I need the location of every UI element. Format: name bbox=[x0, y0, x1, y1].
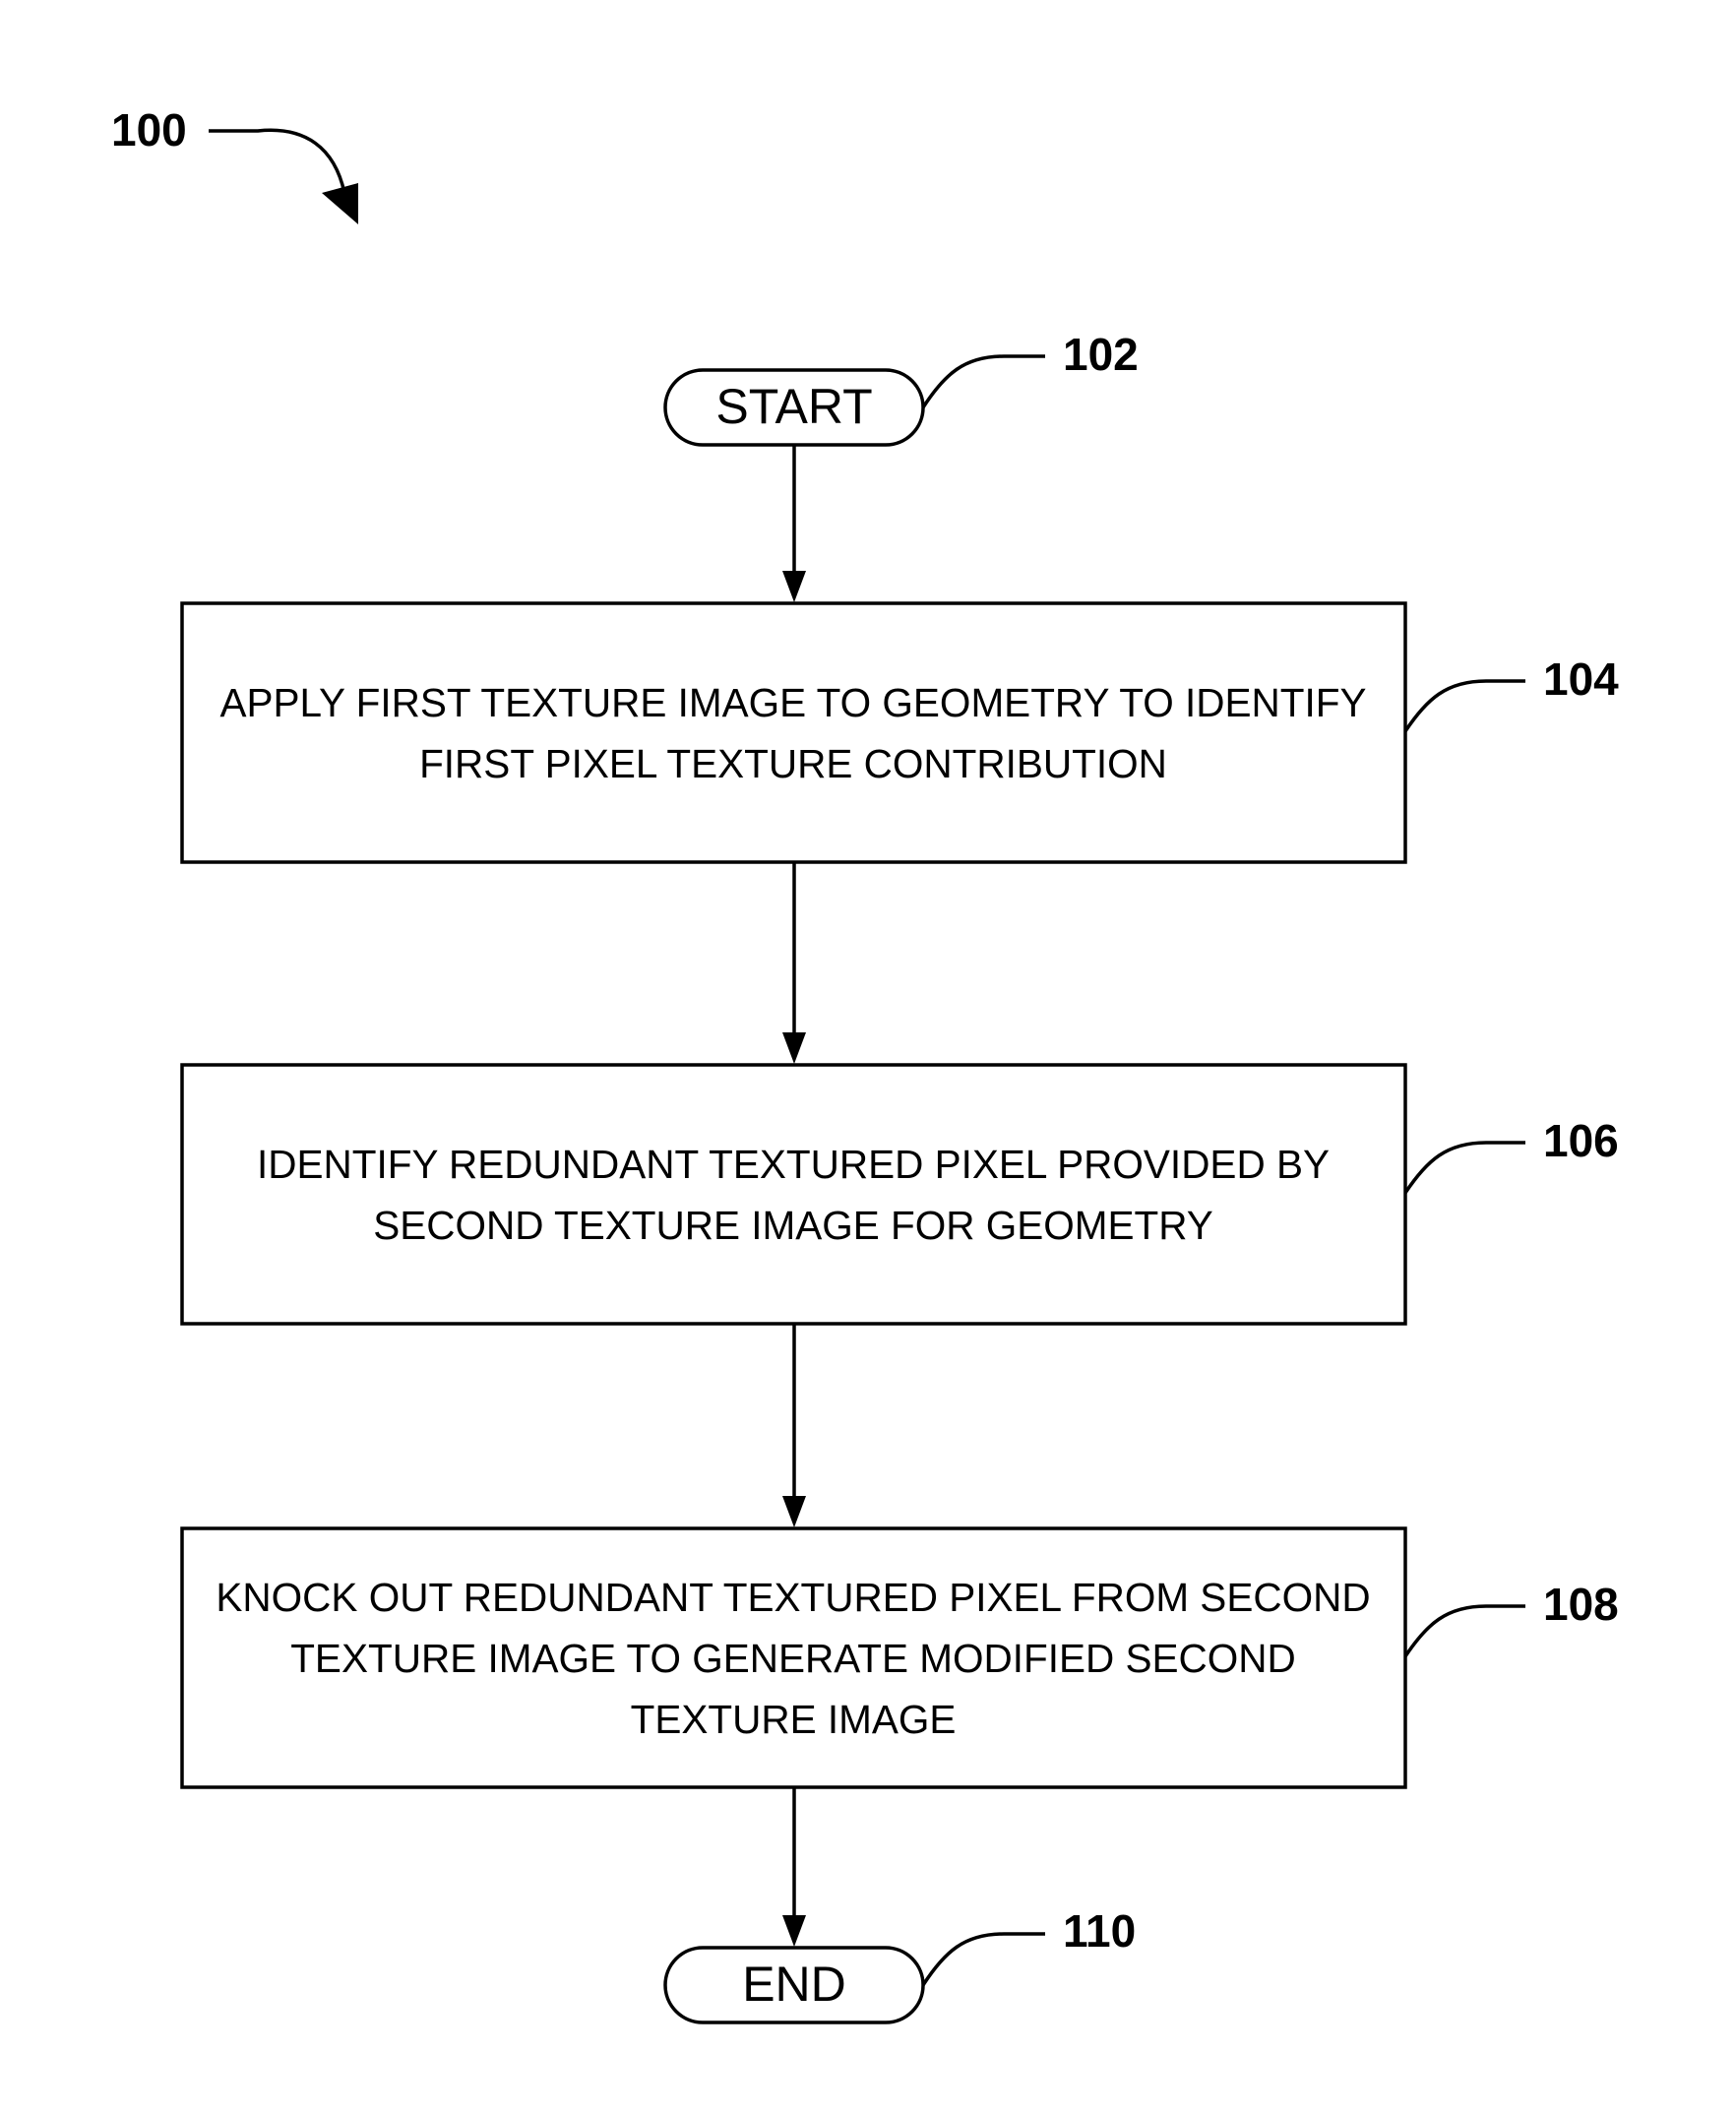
step2-line-1: IDENTIFY REDUNDANT TEXTURED PIXEL PROVID… bbox=[257, 1142, 1330, 1187]
start-ref: 102 bbox=[1063, 329, 1139, 380]
end-ref: 110 bbox=[1063, 1905, 1136, 1957]
edge-step1-step2-arrowhead bbox=[782, 1032, 806, 1064]
step1-line-1: APPLY FIRST TEXTURE IMAGE TO GEOMETRY TO… bbox=[219, 680, 1366, 725]
step1-line-2: FIRST PIXEL TEXTURE CONTRIBUTION bbox=[419, 741, 1167, 786]
start-ref-leader bbox=[923, 356, 1045, 407]
figure-ref-arrowhead bbox=[322, 183, 358, 224]
step3-ref-leader bbox=[1405, 1606, 1525, 1656]
step3-ref: 108 bbox=[1543, 1579, 1619, 1630]
step1-ref-leader bbox=[1405, 681, 1525, 731]
figure-ref-label: 100 bbox=[111, 104, 187, 155]
end-ref-leader bbox=[923, 1934, 1045, 1985]
step-box-identify-redundant bbox=[182, 1065, 1405, 1324]
edge-step2-step3-arrowhead bbox=[782, 1496, 806, 1527]
end-label: END bbox=[742, 1957, 846, 2012]
edge-step3-end-arrowhead bbox=[782, 1915, 806, 1947]
step2-ref-leader bbox=[1405, 1143, 1525, 1193]
step3-line-2: TEXTURE IMAGE TO GENERATE MODIFIED SECON… bbox=[290, 1636, 1296, 1681]
step2-ref: 106 bbox=[1543, 1115, 1619, 1166]
step2-line-2: SECOND TEXTURE IMAGE FOR GEOMETRY bbox=[373, 1203, 1213, 1248]
step3-line-3: TEXTURE IMAGE bbox=[631, 1697, 957, 1742]
step3-line-1: KNOCK OUT REDUNDANT TEXTURED PIXEL FROM … bbox=[216, 1575, 1370, 1620]
step-box-apply-texture bbox=[182, 603, 1405, 862]
edge-start-step1-arrowhead bbox=[782, 571, 806, 602]
step1-ref: 104 bbox=[1543, 653, 1619, 705]
start-label: START bbox=[715, 379, 872, 434]
figure-ref-leader bbox=[209, 130, 344, 193]
